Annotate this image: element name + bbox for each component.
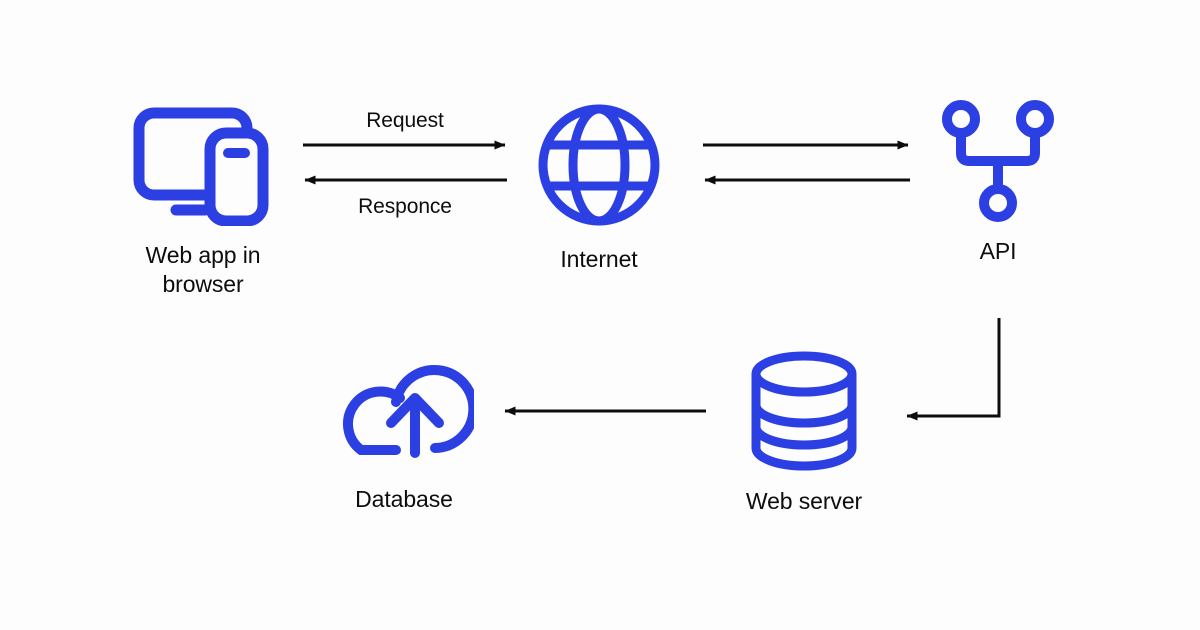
node-label-internet: Internet bbox=[560, 246, 638, 272]
globe-icon bbox=[534, 100, 664, 235]
monitor-phone-icon bbox=[133, 100, 273, 231]
node-label-database: Database bbox=[355, 486, 453, 512]
node-label-api: API bbox=[979, 238, 1017, 264]
api-node-tree-icon bbox=[942, 100, 1054, 227]
node-api[interactable]: API bbox=[898, 100, 1098, 266]
node-label-web-server: Web server bbox=[745, 488, 863, 514]
node-web-app[interactable]: Web app in browser bbox=[103, 100, 303, 299]
edge-label-responce: Responce bbox=[358, 195, 452, 218]
node-internet[interactable]: Internet bbox=[499, 100, 699, 274]
edge-label-request: Request bbox=[366, 109, 444, 132]
edge-api-to-web-server-elbow bbox=[906, 318, 1001, 421]
node-web-server[interactable]: Web server bbox=[704, 350, 904, 516]
node-label-web-app: Web app in browser bbox=[145, 242, 261, 297]
node-database[interactable]: Database bbox=[304, 350, 504, 514]
database-cylinder-icon bbox=[748, 350, 860, 477]
cloud-upload-icon bbox=[334, 350, 479, 475]
